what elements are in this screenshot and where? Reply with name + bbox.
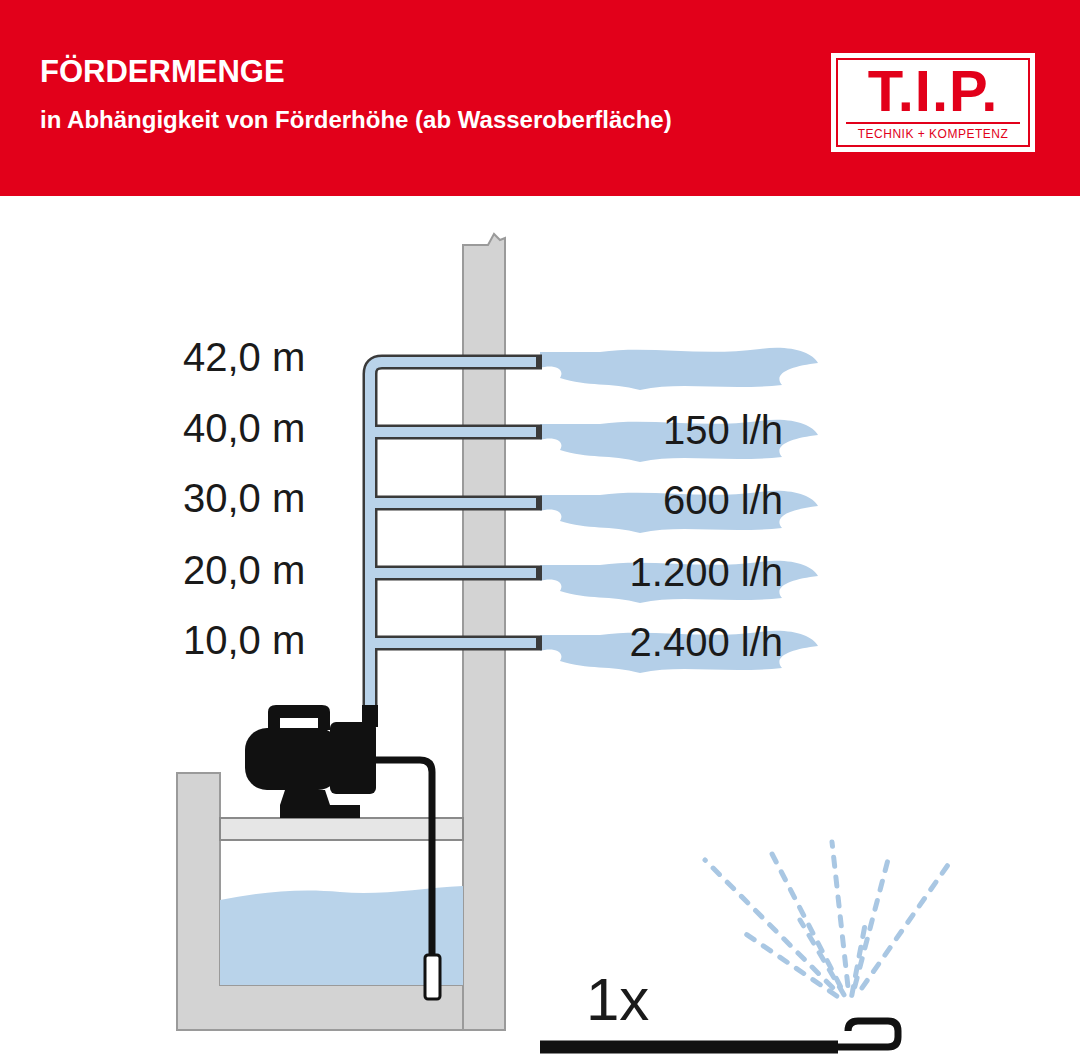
flow-label: 600 l/h bbox=[663, 476, 783, 524]
pipe-outline bbox=[370, 636, 542, 651]
pipe-outline bbox=[370, 496, 542, 511]
sprinkler bbox=[540, 842, 950, 1047]
height-label: 30,0 m bbox=[183, 474, 305, 522]
spray-jet bbox=[770, 850, 840, 986]
height-label: 20,0 m bbox=[183, 546, 305, 594]
pipe-end bbox=[536, 566, 542, 580]
pump-shelf bbox=[220, 818, 463, 840]
spray-jet bbox=[862, 862, 950, 988]
logo-tagline: TECHNIK + KOMPETENZ bbox=[846, 122, 1020, 141]
spray-jet bbox=[855, 852, 890, 987]
spray-jet bbox=[740, 930, 837, 996]
quantity-label: 1x bbox=[586, 964, 649, 1036]
pump bbox=[245, 705, 378, 818]
suction-filter bbox=[425, 955, 440, 999]
pipe-fill bbox=[370, 362, 542, 722]
pipe-end bbox=[536, 355, 542, 369]
spray-jet bbox=[800, 920, 844, 995]
basin bbox=[177, 773, 463, 1030]
pipe-outline bbox=[370, 362, 542, 722]
pipe-end bbox=[536, 636, 542, 650]
pipe-outline bbox=[370, 425, 542, 440]
flow-label: 1.200 l/h bbox=[630, 548, 783, 596]
pipe-fill bbox=[370, 427, 542, 437]
logo-box: T.I.P.TECHNIK + KOMPETENZ bbox=[831, 53, 1035, 152]
water-splashes bbox=[540, 348, 818, 673]
header-subtitle: in Abhängigkeit von Förderhöhe (ab Wasse… bbox=[40, 105, 672, 134]
pipe-fill bbox=[370, 638, 542, 648]
spray-jet bbox=[852, 925, 865, 995]
spray-jet bbox=[832, 842, 848, 985]
height-label: 10,0 m bbox=[183, 616, 305, 664]
height-label: 42,0 m bbox=[183, 333, 305, 381]
pressure-pipes bbox=[370, 355, 542, 722]
header-title: FÖRDERMENGE bbox=[40, 52, 285, 92]
pipe-fill bbox=[370, 568, 542, 578]
logo-wordmark: T.I.P. bbox=[846, 60, 1020, 122]
pipe-end bbox=[536, 496, 542, 510]
wall bbox=[463, 234, 505, 1030]
height-label: 40,0 m bbox=[183, 404, 305, 452]
flow-label: 2.400 l/h bbox=[630, 618, 783, 666]
water-splash bbox=[540, 348, 818, 390]
pipe-outline bbox=[370, 566, 542, 581]
pipe-end bbox=[536, 425, 542, 439]
flow-label: 150 l/h bbox=[663, 406, 783, 454]
suction-hose bbox=[376, 760, 432, 958]
spray-jet bbox=[705, 860, 833, 988]
pipe-fill bbox=[370, 498, 542, 508]
